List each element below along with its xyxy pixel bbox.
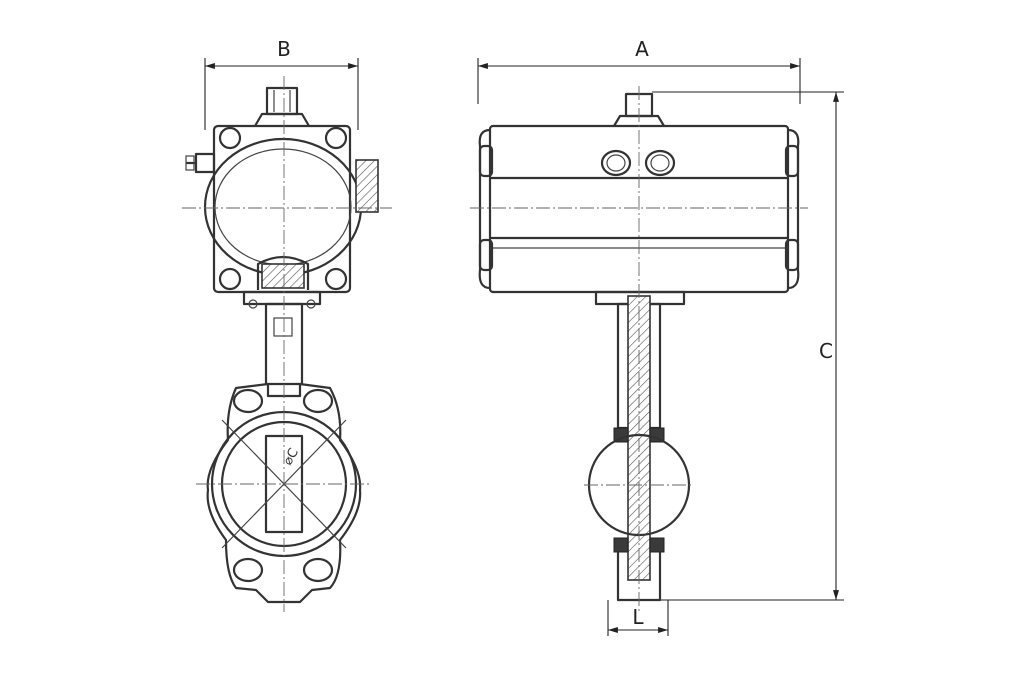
dimension-c-label: C — [819, 339, 833, 363]
dimension-b: B — [204, 37, 359, 130]
dimension-c: C — [652, 91, 844, 601]
top-adapter — [254, 86, 310, 127]
dimension-l-label: L — [632, 605, 644, 629]
dimension-a-label: A — [635, 37, 649, 61]
front-view: A C — [470, 37, 844, 636]
actuator-side-body — [185, 124, 379, 309]
valve-shaft-front — [470, 86, 808, 612]
dimension-l: L — [607, 600, 669, 636]
side-centerlines — [182, 76, 392, 612]
dimension-a: A — [477, 37, 801, 104]
side-view: B — [182, 37, 392, 612]
dimension-b-label: B — [277, 37, 291, 61]
bolt-circle-label: ⌀C — [280, 446, 301, 468]
